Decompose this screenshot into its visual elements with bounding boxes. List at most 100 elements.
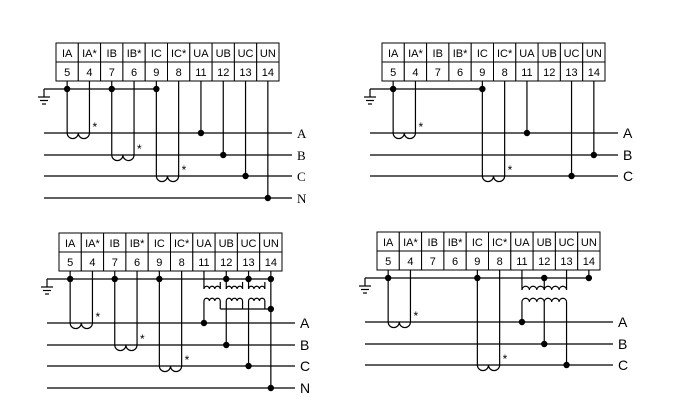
- terminal-number: 6: [134, 257, 140, 269]
- phase-label: B: [618, 336, 627, 352]
- phase-label: N: [300, 380, 310, 396]
- phase-label: A: [300, 315, 310, 331]
- junction-dot: [479, 85, 486, 93]
- terminal-number: 7: [112, 257, 118, 269]
- terminal-label: UA: [514, 237, 530, 249]
- current-transformer-icon: [69, 322, 94, 330]
- terminal-number: 5: [385, 256, 391, 268]
- terminal-number: 8: [502, 67, 508, 79]
- phase-label: A: [623, 125, 633, 141]
- terminal-label: IA: [65, 238, 76, 250]
- terminal-label: IB*: [127, 48, 142, 60]
- terminal-label: IB: [110, 238, 120, 250]
- junction-dot: [389, 85, 397, 93]
- polarity-mark: *: [92, 120, 97, 134]
- terminal-number: 7: [430, 256, 436, 268]
- terminal-label: UC: [241, 238, 257, 250]
- terminal-number: 7: [109, 67, 115, 79]
- polarity-mark: *: [185, 353, 190, 367]
- junction-dot: [568, 172, 575, 180]
- terminal-label: IC*: [492, 237, 508, 249]
- polarity-mark: *: [418, 120, 423, 134]
- junction-dot: [242, 172, 249, 180]
- junction-dot: [63, 85, 71, 93]
- terminal-label: IC: [472, 237, 483, 249]
- terminal-label: UN: [260, 48, 276, 60]
- terminal-number: 13: [242, 257, 254, 269]
- terminal-label: UN: [581, 237, 597, 249]
- terminal-label: UN: [263, 238, 279, 250]
- junction-dot: [267, 384, 275, 392]
- phase-label: A: [618, 314, 628, 330]
- polarity-mark: *: [503, 352, 508, 366]
- current-transformer-icon: [387, 321, 412, 329]
- terminal-label: IA*: [403, 237, 418, 249]
- voltage-transformer-secondary-icon: [225, 285, 244, 290]
- terminal-number: 9: [156, 257, 162, 269]
- junction-dot: [264, 194, 272, 202]
- terminal-number: 4: [86, 67, 92, 79]
- junction-dot: [197, 129, 205, 137]
- current-transformer-icon: [111, 154, 135, 162]
- terminal-number: 6: [452, 256, 458, 268]
- terminal-number: 6: [131, 67, 137, 79]
- terminal-label: IA: [383, 237, 394, 249]
- phase-label: C: [618, 357, 628, 373]
- voltage-transformer-secondary-icon: [203, 285, 221, 290]
- junction-dot: [384, 274, 392, 282]
- terminal-label: IB*: [448, 237, 463, 249]
- terminal-number: 12: [538, 256, 550, 268]
- current-transformer-icon: [481, 175, 506, 183]
- terminal-number: 5: [390, 67, 396, 79]
- terminal-label: IB: [433, 48, 443, 60]
- terminal-label: UB: [219, 238, 234, 250]
- ground-icon: [364, 89, 376, 105]
- diagram-three-phase-four-wire-3ct-3pt: IA5IA*4IB7IB*6IC9IC*8UA11UB12UC13UN14ABC…: [41, 232, 310, 396]
- terminal-number: 7: [435, 67, 441, 79]
- terminal-number: 12: [220, 257, 232, 269]
- terminal-number: 11: [521, 67, 532, 79]
- terminal-label: IC*: [174, 238, 190, 250]
- terminal-label: UC: [238, 48, 254, 60]
- phase-label: B: [300, 337, 309, 353]
- terminal-number: 11: [516, 256, 527, 268]
- terminal-number: 4: [407, 256, 413, 268]
- terminal-label: UA: [196, 238, 212, 250]
- terminal-number: 14: [588, 67, 600, 79]
- junction-dot: [523, 129, 531, 137]
- phase-label: N: [297, 191, 307, 206]
- terminal-label: IA*: [85, 238, 100, 250]
- terminal-number: 8: [176, 67, 182, 79]
- terminal-label: IA*: [82, 48, 97, 60]
- polarity-mark: *: [140, 332, 145, 346]
- diagram-three-phase-three-wire-2ct-2pt: IA5IA*4IB7IB*6IC9IC*8UA11UB12UC13UN14ABC…: [359, 231, 628, 373]
- terminal-number: 14: [262, 67, 274, 79]
- voltage-transformer-secondary-icon: [247, 285, 266, 290]
- terminal-number: 14: [265, 257, 277, 269]
- terminal-number: 13: [239, 67, 251, 79]
- phase-label: C: [297, 169, 306, 184]
- terminal-label: IB*: [130, 238, 145, 250]
- diagram-three-phase-four-wire-3ct: IA5IA*4IB7IB*6IC9IC*8UA11UB12UC13UN14ABC…: [38, 42, 307, 206]
- voltage-transformer-secondary-icon: [543, 285, 568, 291]
- phase-label: B: [623, 147, 632, 163]
- phase-label: C: [623, 168, 633, 184]
- terminal-number: 12: [543, 67, 555, 79]
- diagram-three-phase-three-wire-2ct: IA5IA*4IB7IB*6IC9IC*8UA11UB12UC13UN14ABC…: [364, 42, 633, 184]
- terminal-number: 14: [583, 256, 595, 268]
- terminal-label: UB: [216, 48, 231, 60]
- terminal-number: 13: [565, 67, 577, 79]
- current-transformer-icon: [114, 344, 138, 352]
- junction-dot: [200, 319, 208, 327]
- terminal-number: 13: [560, 256, 572, 268]
- terminal-number: 8: [179, 257, 185, 269]
- terminal-number: 11: [198, 257, 209, 269]
- terminal-number: 6: [457, 67, 463, 79]
- terminal-number: 9: [479, 67, 485, 79]
- terminal-number: 4: [412, 67, 418, 79]
- ground-icon: [41, 279, 53, 295]
- phase-label: C: [300, 358, 310, 374]
